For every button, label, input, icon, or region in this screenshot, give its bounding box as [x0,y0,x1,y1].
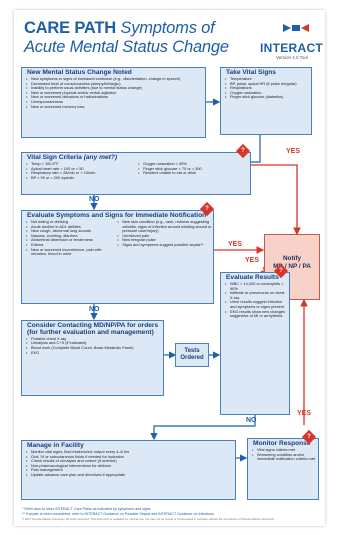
title-line-1: CARE PATH Symptoms of [24,19,215,38]
new-change-box: New Mental Status Change Noted New sympt… [21,67,206,138]
list-item: Oxygen saturation [225,90,311,96]
yes-label: YES [297,410,312,417]
tests-ordered-box: Tests Ordered [175,343,209,367]
no-label: NO [89,196,100,203]
yes-label: YES [245,257,260,264]
list-item: Check results of urinalysis and culture … [26,459,235,464]
list-item: Signs and symptoms suggest possible seps… [117,242,213,248]
list-item: New or worsened incontinence, pain with … [26,247,113,257]
criteria-title-text: Vital Sign Criteria [27,154,82,161]
footnote-2: ** If sepsis is been considered, refer t… [22,511,214,516]
list-item: EKG [26,350,163,356]
no-label: NO [89,306,100,313]
logo-version: Version 4.0 Tool [276,55,308,60]
consider-contacting-box: Consider Contacting MD/NP/PA for orders … [21,320,164,396]
list-item: Worsening condition and/or immediate not… [252,452,318,462]
monitor-response-box: Monitor Response Vital signs criteria me… [247,438,319,500]
list-item: Oral, IV or subcutaneous fluids if neede… [26,454,235,460]
footnotes: * Refer also to other INTERACT Care Path… [22,507,214,516]
list-item: Pain management [26,468,235,473]
vital-sign-criteria-box: Vital Sign Criteria (any met?) Temp > 10… [21,152,251,195]
warning-question-mark: ? [307,434,311,440]
list-item: Apical heart rate > 100 or < 50 [26,166,134,172]
list-item: New cough, abnormal lung sounds [26,229,113,234]
list-item: Unrelieved pain [117,233,213,239]
new-change-title: New Mental Status Change Noted [27,69,132,76]
monitor-title: Monitor Response [253,440,311,447]
list-item: New skin condition (e.g., rash, redness … [117,219,213,234]
list-item: Monitor vital signs, fluid intake/urine … [26,449,235,455]
yes-label: YES [286,148,301,155]
vital-signs-title: Take Vital Signs [226,69,276,76]
list-item: Blood work (Complete Blood Count, Basic … [26,345,163,351]
list-item: Unresponsiveness [26,99,205,105]
list-item: Decreased level of consciousness (sleepy… [26,81,205,87]
evaluate-symptoms-box: Evaluate Symptoms and Signs for Immediat… [21,210,214,304]
warning-question-mark: ? [241,148,245,154]
list-item: New or worsened physical and/or verbal a… [26,90,205,96]
list-item: WBC > 14,000 or neutrophils > 90% [225,281,289,291]
list-item: Nausea, vomiting, diarrhea [26,233,113,239]
list-item: New irregular pulse [117,238,213,243]
no-label: NO [246,417,257,424]
list-item: Abdominal distension or tenderness [26,238,113,243]
list-item: New or worsened delusions or hallucinati… [26,95,205,100]
list-item: Resident unable to eat or drink [138,171,250,176]
list-item: Urinalysis and C+S (if indicated) [26,341,163,346]
list-item: Urine results suggest infection and symp… [225,300,289,309]
list-item: Respiratory rate > 28/min or < 10/min [26,171,134,176]
copyright: © 2017 Florida Atlantic University, all … [22,517,275,521]
list-item: Finger stick glucose < 70 or > 300 [138,166,250,172]
criteria-title: Vital Sign Criteria (any met?) [22,153,250,162]
evaluate-results-box: Evaluate Results WBC > 14,000 or neutrop… [220,272,290,415]
list-item: Finger stick glucose (diabetics) [225,95,311,100]
title-italic: Symptoms of [120,19,215,37]
interact-logo-icon [283,24,309,32]
evaluate-results-title: Evaluate Results [226,274,279,281]
evaluate-symptoms-title: Evaluate Symptoms and Signs for Immediat… [27,212,209,219]
list-item: Respirations [225,86,311,91]
manage-in-facility-box: Manage in Facility Monitor vital signs, … [21,440,236,500]
title-line-2: Acute Mental Status Change [24,38,229,56]
logo-text: INTERACT [260,41,324,55]
warning-question-mark: ? [205,206,209,212]
list-item: Oxygen saturation < 90% [138,161,250,167]
list-item: BP < 90 or > 200 systolic [26,175,134,181]
warning-question-mark: ? [279,268,283,274]
list-item: BP, pulse, apical HR (if pulse irregular… [225,81,311,87]
tests-line-1: Tests [184,348,200,354]
yes-label: YES [228,241,243,248]
criteria-title-italic: (any met?) [83,154,118,161]
title-bold: CARE PATH [24,19,117,37]
notify-line-1: Notify [282,255,302,262]
consider-title: Consider Contacting MD/NP/PA for orders … [27,322,159,336]
list-item: Portable chest X-ray [26,336,163,342]
notify-line-2: MD / NP / PA [273,263,311,270]
care-path-page: CARE PATH Symptoms of Acute Mental Statu… [14,10,325,526]
list-item: Not eating or drinking [26,219,113,225]
tests-line-2: Ordered [180,355,204,362]
list-item: Edema [26,242,113,248]
list-item: Infiltrate or pneumonia on chest X-ray [225,290,289,300]
list-item: Inability to perform usual activities (d… [26,86,205,91]
list-item: Update advance care plan and directives … [26,472,235,478]
list-item: New or worsened memory loss [26,104,205,110]
manage-title: Manage in Facility [27,442,84,449]
list-item: Vital signs criteria met [252,447,318,453]
vital-signs-box: Take Vital Signs Temperature BP, pulse, … [220,67,312,135]
list-item: EKG results show new changes suggestive … [225,309,289,319]
list-item: Non-pharmacological interventions for de… [26,463,235,469]
list-item: Temp > 100.5°F [26,161,134,167]
footnote-1: * Refer also to other INTERACT Care Path… [22,507,151,511]
list-item: Acute decline in ADL abilities [26,224,113,230]
list-item: New symptoms or signs of increased confu… [26,76,205,82]
list-item: Temperature [225,76,311,82]
